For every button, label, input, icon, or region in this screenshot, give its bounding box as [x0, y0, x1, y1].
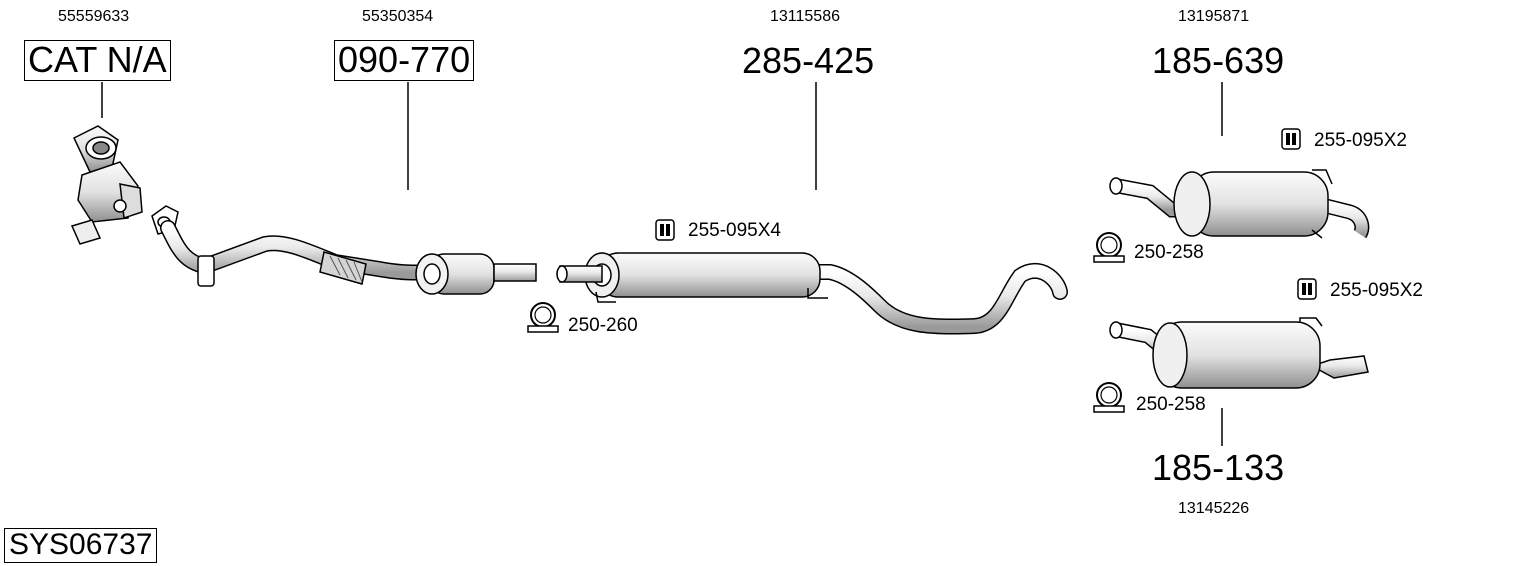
part-number-rear-b: 185-133: [1152, 447, 1285, 488]
oem-number-rear-b: 13145226: [1178, 500, 1250, 517]
rubber-mount-icon: [1297, 278, 1317, 300]
oem-number-middle: 13115586: [770, 8, 840, 25]
rear-silencer-b: [1109, 317, 1369, 389]
part-number-middle: 285-425: [742, 40, 875, 81]
part-number-cat: CAT N/A: [24, 40, 171, 81]
rubber-mount-icon: [655, 219, 675, 241]
rubber-mount-icon: [1281, 128, 1301, 150]
oem-number-front: 55350354: [362, 8, 434, 25]
clamp-icon: [527, 302, 559, 333]
clamp-icon: [1093, 232, 1125, 263]
leader-lines: [101, 82, 1223, 446]
accessory-label-clamp-rear-a: 250-258: [1134, 242, 1204, 263]
middle-silencer: [556, 252, 1068, 335]
catalytic-converter: [70, 125, 143, 245]
oem-number-rear-a: 13195871: [1178, 8, 1250, 25]
system-id-label: SYS06737: [4, 528, 158, 563]
part-number-rear-a: 185-639: [1152, 40, 1285, 81]
accessory-label-mount-rear-a: 255-095X2: [1314, 130, 1407, 151]
oem-number-cat: 55559633: [58, 8, 130, 25]
accessory-label-mount-mid: 255-095X4: [688, 220, 781, 241]
accessory-label-mount-rear-b: 255-095X2: [1330, 280, 1423, 301]
rear-silencer-a: [1109, 169, 1370, 239]
accessory-label-clamp-front: 250-260: [568, 315, 638, 336]
front-pipe: [151, 205, 537, 295]
part-number-front: 090-770: [334, 40, 475, 81]
accessory-label-clamp-rear-b: 250-258: [1136, 394, 1206, 415]
clamp-icon: [1093, 382, 1125, 413]
